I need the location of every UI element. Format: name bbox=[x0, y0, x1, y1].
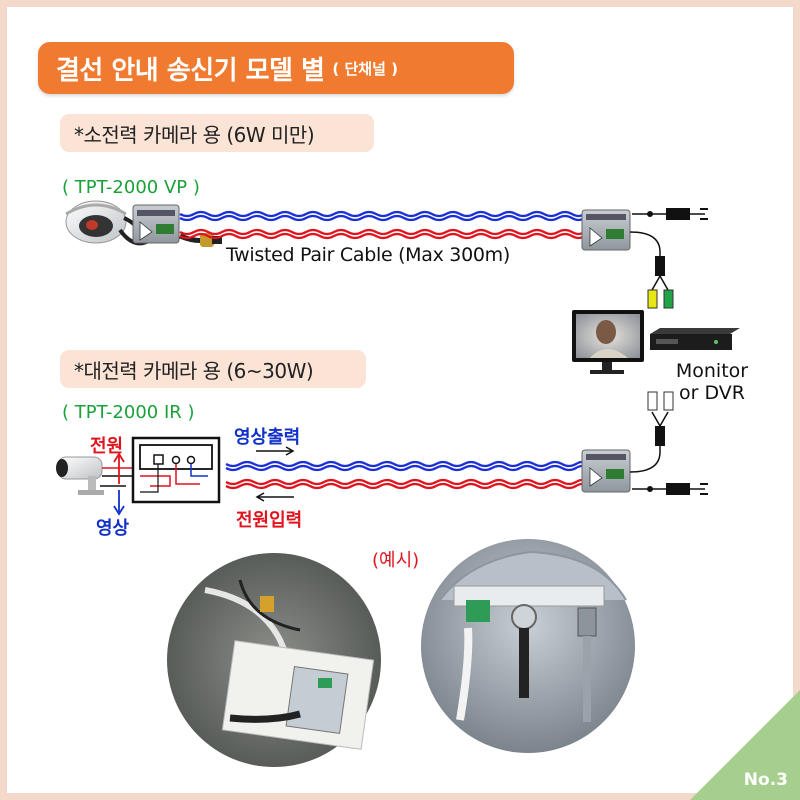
dvr-icon bbox=[650, 328, 740, 350]
monitor-label: Monitor or DVR bbox=[664, 360, 760, 404]
video-out-label: 영상출력 bbox=[234, 423, 300, 449]
twisted-pair-cable-1 bbox=[180, 212, 584, 238]
page-number: No.3 bbox=[744, 770, 788, 790]
ir-transmitter-box bbox=[133, 438, 219, 502]
power-in-label: 전원입력 bbox=[236, 506, 302, 532]
twist2-red-pair-b bbox=[226, 484, 584, 488]
cable-label: Twisted Pair Cable (Max 300m) bbox=[226, 244, 510, 266]
monitor-icon bbox=[572, 310, 644, 374]
twisted-pair-cable-2 bbox=[226, 462, 584, 488]
example-photo-1 bbox=[167, 553, 381, 767]
twist2-blue-pair-b bbox=[226, 466, 584, 470]
video-label: 영상 bbox=[96, 514, 129, 540]
video-arrow-down bbox=[114, 490, 124, 514]
example-label: (예시) bbox=[372, 546, 419, 572]
monitor-label-line1: Monitor bbox=[664, 360, 760, 382]
video-output-cable-2 bbox=[630, 392, 673, 472]
receiver-device-2 bbox=[582, 450, 630, 492]
power-in-arrow bbox=[257, 493, 294, 501]
video-output-cable-1 bbox=[630, 232, 673, 308]
power-adapter-2-icon bbox=[632, 483, 708, 495]
vp-transmitter-device bbox=[133, 205, 179, 243]
bullet-camera-icon bbox=[56, 457, 138, 495]
monitor-label-line2: or DVR bbox=[664, 382, 760, 404]
power-label: 전원 bbox=[90, 432, 123, 458]
example-photo-2 bbox=[421, 539, 635, 753]
twist1-red-pair bbox=[180, 230, 584, 234]
twist1-blue-pair bbox=[180, 212, 584, 216]
power-arrow-up bbox=[114, 454, 124, 484]
power-adapter-1-icon bbox=[632, 208, 708, 220]
receiver-device-1 bbox=[582, 210, 630, 250]
